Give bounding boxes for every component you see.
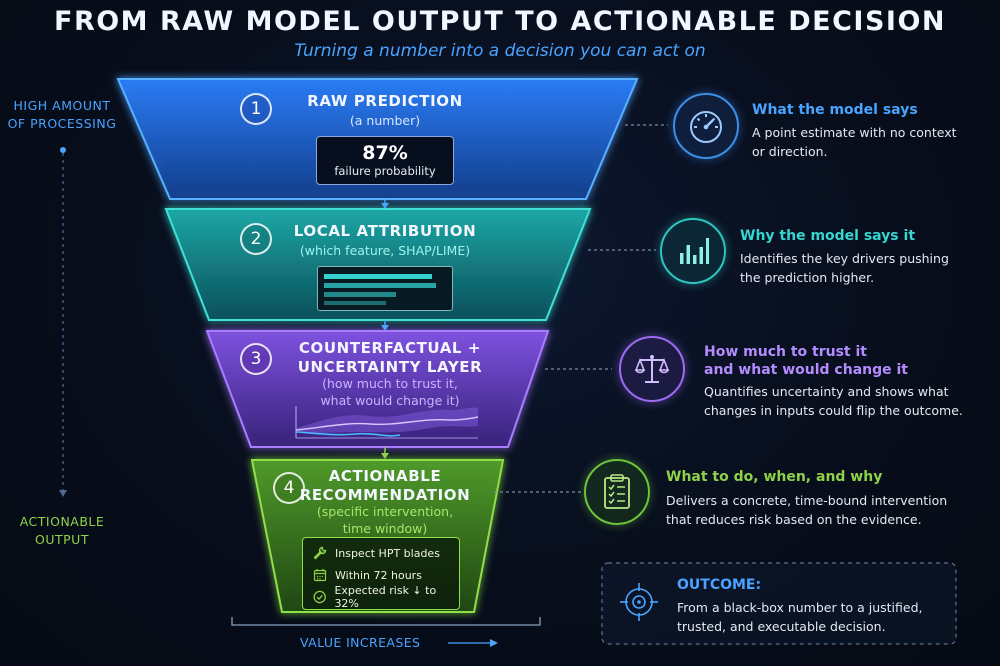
rec-item-risk: Expected risk ↓ to 32%: [313, 584, 459, 610]
scale-icon: [634, 355, 670, 383]
info-3-body: Quantifies uncertainty and shows what ch…: [704, 384, 963, 418]
prediction-caption: failure probability: [334, 164, 436, 178]
stage-1-number: 1: [240, 93, 272, 125]
page-title: FROM RAW MODEL OUTPUT TO ACTIONABLE DECI…: [54, 6, 946, 37]
info-1-icon-wrap: [673, 93, 739, 159]
stage-4-title: ACTIONABLE RECOMMENDATION: [299, 467, 471, 504]
rec-item-time-text: Within 72 hours: [335, 568, 422, 582]
attribution-bar-3: [324, 292, 396, 297]
gauge-icon: [690, 111, 722, 143]
info-1-body: A point estimate with no context or dire…: [752, 125, 957, 159]
attribution-bar-4: [324, 301, 386, 305]
check-circle-icon: [313, 590, 326, 604]
calendar-icon: [313, 569, 327, 582]
prediction-value: 87%: [362, 142, 408, 164]
stage-4-subtitle: (specific intervention, time window): [316, 504, 454, 536]
value-increases-label: VALUE INCREASES: [300, 635, 421, 650]
clipboard-icon: [604, 474, 630, 509]
info-4-heading: What to do, when, and why: [666, 469, 883, 485]
rec-item-action-text: Inspect HPT blades: [335, 546, 440, 560]
stage-1-subtitle: (a number): [349, 113, 421, 128]
stage-3-number: 3: [240, 343, 272, 375]
funnel-stage-2-shape: [164, 208, 592, 321]
wrench-icon: [313, 546, 327, 560]
page-subtitle: Turning a number into a decision you can…: [294, 41, 706, 61]
bar-chart-icon: [680, 238, 709, 264]
rec-item-risk-text: Expected risk ↓ to 32%: [334, 584, 437, 610]
stage-3-subtitle: (how much to trust it, what would change…: [320, 376, 460, 408]
info-4-icon-wrap: [584, 459, 650, 525]
rec-item-action: Inspect HPT blades: [313, 542, 459, 564]
prediction-value-box: 87% failure probability: [316, 136, 454, 185]
rec-item-time: Within 72 hours: [313, 564, 459, 586]
stage-1-title: RAW PREDICTION: [307, 92, 463, 110]
target-icon: [620, 583, 658, 621]
info-4-body: Delivers a concrete, time-bound interven…: [666, 493, 948, 527]
recommendation-card: Inspect HPT blades Within 72 hours Expec…: [302, 537, 460, 610]
stage-2-number: 2: [240, 223, 272, 255]
uncertainty-chart: [295, 406, 479, 439]
attribution-bar-1: [324, 274, 432, 279]
attribution-bar-2: [324, 283, 436, 288]
axis-bottom-label: ACTIONABLE OUTPUT: [19, 514, 105, 547]
stage-3-title: COUNTERFACTUAL + UNCERTAINTY LAYER: [297, 339, 483, 376]
stage-2-subtitle: (which feature, SHAP/LIME): [299, 243, 471, 258]
info-3-icon-wrap: [619, 336, 685, 402]
outcome-body: From a black-box number to a justified, …: [677, 600, 923, 634]
stage-2-title: LOCAL ATTRIBUTION: [293, 222, 477, 240]
axis-top-label: HIGH AMOUNT OF PROCESSING: [7, 98, 117, 131]
outcome-heading: OUTCOME:: [677, 577, 762, 593]
attribution-bars: [317, 266, 453, 311]
info-2-heading: Why the model says it: [740, 228, 916, 244]
stage-4-number: 4: [273, 472, 305, 504]
outcome-box: [601, 562, 957, 645]
info-2-icon-wrap: [660, 218, 726, 284]
info-3-heading: How much to trust it and what would chan…: [704, 344, 908, 378]
info-2-body: Identifies the key drivers pushing the p…: [740, 251, 949, 285]
info-1-heading: What the model says: [752, 102, 918, 118]
